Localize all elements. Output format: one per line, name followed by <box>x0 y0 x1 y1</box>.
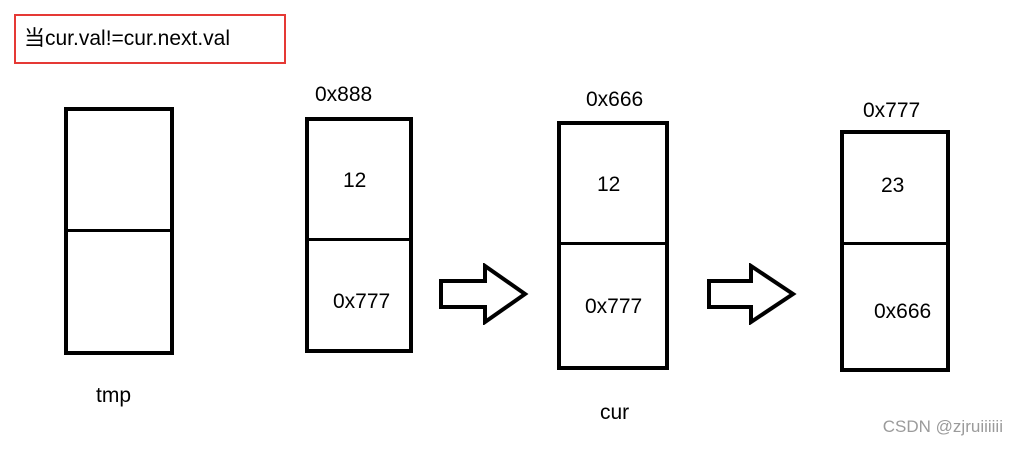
node-888-next: 0x777 <box>333 290 391 313</box>
right-block-arrow-icon <box>439 263 529 325</box>
node-cur-address: 0x666 <box>586 88 644 111</box>
condition-text: 当cur.val!=cur.next.val <box>24 27 231 50</box>
watermark: CSDN @zjruiiiiii <box>882 417 1003 436</box>
right-block-arrow-icon <box>707 263 797 325</box>
node-divider <box>305 238 413 241</box>
node-777-val: 23 <box>881 174 905 197</box>
node-tmp <box>64 107 174 355</box>
node-cur: 12 0x777 <box>557 121 669 370</box>
node-777-next: 0x666 <box>874 300 932 323</box>
node-divider <box>840 242 950 245</box>
node-888-address: 0x888 <box>315 83 373 106</box>
node-cur-next: 0x777 <box>585 295 643 318</box>
condition-box: 当cur.val!=cur.next.val <box>14 14 286 64</box>
node-777: 23 0x666 <box>840 130 950 372</box>
node-divider <box>64 229 174 232</box>
node-cur-label: cur <box>600 401 630 424</box>
node-divider <box>557 242 669 245</box>
node-888-val: 12 <box>343 169 367 192</box>
node-777-address: 0x777 <box>863 99 921 122</box>
node-tmp-label: tmp <box>96 384 132 407</box>
node-cur-val: 12 <box>597 173 621 196</box>
node-888: 12 0x777 <box>305 117 413 353</box>
